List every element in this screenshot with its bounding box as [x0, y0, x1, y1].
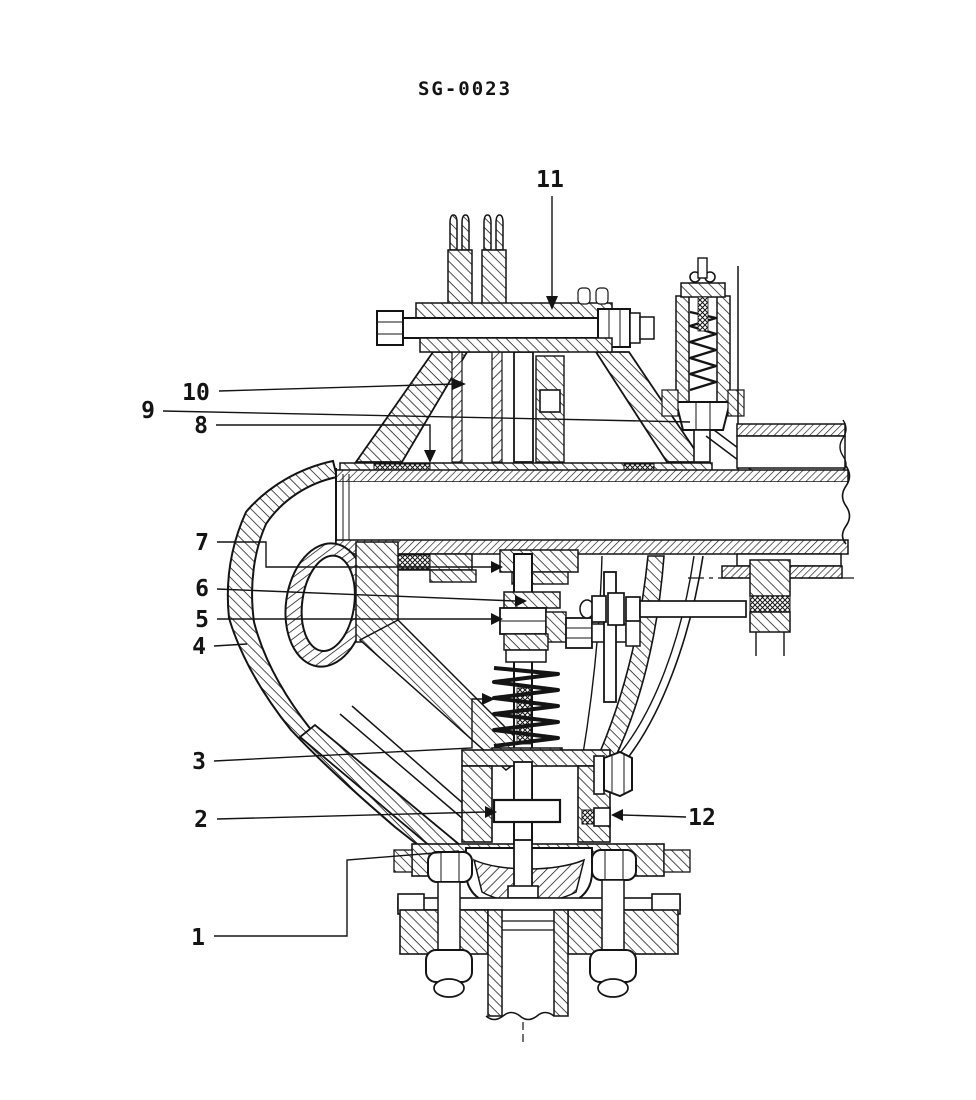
valve-body	[461, 749, 633, 843]
side-stud-washer	[581, 809, 595, 825]
top-cover-bolt	[376, 287, 655, 353]
callout-11: 11	[536, 167, 564, 193]
callout-6: 6	[195, 576, 209, 602]
stem-adjuster	[499, 591, 641, 663]
main-barrel	[335, 419, 854, 656]
callout-8: 8	[194, 413, 208, 439]
bell-skirt	[581, 555, 704, 766]
suction-arm	[284, 541, 532, 771]
callout-12: 12	[688, 805, 716, 831]
drawing-code: SG-0023	[417, 78, 513, 100]
outlet-pipe-wall	[487, 909, 503, 1017]
outlet-pipe-wall	[553, 909, 569, 1017]
linkage-rod	[579, 571, 747, 703]
callout-4: 4	[192, 634, 206, 660]
leader-lines	[162, 196, 691, 937]
pipe-break-line	[485, 1011, 555, 1021]
callout-1: 1	[191, 925, 205, 951]
side-stud	[593, 807, 611, 827]
callout-9: 9	[141, 398, 155, 424]
callout-10: 10	[182, 380, 210, 406]
valve-disc	[492, 798, 562, 824]
flange-bolts	[425, 849, 637, 998]
callout-5: 5	[195, 607, 209, 633]
callout-3: 3	[192, 749, 206, 775]
callout-7: 7	[195, 530, 209, 556]
callout-2: 2	[194, 807, 208, 833]
